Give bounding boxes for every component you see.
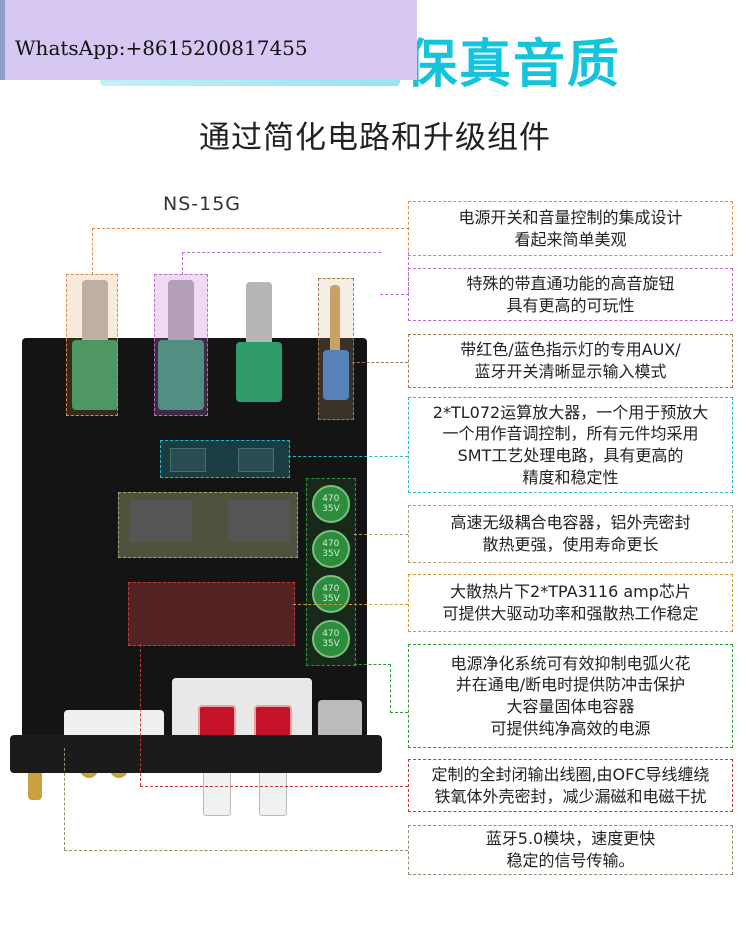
callout-text: 定制的全封闭输出线圈,由OFC导线缠绕 铁氧体外壳密封，减少漏磁和电磁干扰: [431, 764, 710, 806]
switch-body-icon: [323, 350, 349, 400]
callout-text: 2*TL072运算放大器，一个用于预放大 一个用作音调控制，所有元件均采用 SM…: [432, 402, 709, 487]
leader-line: [140, 644, 141, 786]
headline: 保真音质: [405, 35, 622, 95]
model-label: NS-15G: [163, 193, 242, 215]
highlight-switch: [318, 278, 354, 420]
callout-text: 大散热片下2*TPA3116 amp芯片 可提供大驱动功率和强散热工作稳定: [442, 582, 699, 623]
leader-line: [288, 456, 408, 457]
leader-line: [182, 252, 381, 275]
opamp-chip-icon: [238, 448, 274, 472]
callout-opamp: 2*TL072运算放大器，一个用于预放大 一个用作音调控制，所有元件均采用 SM…: [408, 397, 733, 493]
highlight-volume: [66, 274, 118, 416]
callout-text: 电源净化系统可有效抑制电弧火花 并在通电/断电时提供防冲击保护 大容量固体电容器…: [450, 653, 691, 738]
subtitle: 通过简化电路和升级组件: [199, 120, 551, 156]
capacitor-icon: 470 35V: [312, 485, 350, 523]
leader-line: [64, 748, 65, 850]
opamp-chip-icon: [170, 448, 206, 472]
leader-line: [140, 786, 408, 787]
callout-text: 蓝牙5.0模块，速度更快 稳定的信号传输。: [485, 829, 656, 870]
highlight-capacitors: [306, 478, 356, 666]
callout-aux-switch: 带红色/蓝色指示灯的专用AUX/ 蓝牙开关清晰显示输入模式: [408, 334, 733, 388]
callout-text: 电源开关和音量控制的集成设计 看起来简单美观: [458, 207, 683, 249]
capacitor-icon: 470 35V: [312, 575, 350, 613]
highlight-coils: [128, 582, 295, 646]
bass-pot-icon: [236, 342, 282, 402]
callout-coupling-cap: 高速无级耦合电容器，铝外壳密封 散热更强，使用寿命更长: [408, 505, 733, 563]
treble-knob-icon: [168, 280, 194, 350]
leader-line: [64, 850, 408, 851]
toggle-switch-icon: [330, 285, 340, 355]
callout-output-coil: 定制的全封闭输出线圈,由OFC导线缠绕 铁氧体外壳密封，减少漏磁和电磁干扰: [408, 759, 733, 812]
leader-line: [92, 228, 409, 275]
bass-knob-icon: [246, 282, 272, 350]
callout-power-volume: 电源开关和音量控制的集成设计 看起来简单美观: [408, 201, 733, 256]
callout-treble-knob: 特殊的带直通功能的高音旋钮 具有更高的可玩性: [408, 268, 733, 321]
leader-line: [354, 664, 391, 713]
callout-text: 带红色/蓝色指示灯的专用AUX/ 蓝牙开关清晰显示输入模式: [460, 340, 681, 381]
leader-line: [354, 534, 408, 535]
capacitor-icon: 470 35V: [312, 620, 350, 658]
whatsapp-watermark: WhatsApp:+8615200817455: [0, 0, 417, 80]
callout-text: 高速无级耦合电容器，铝外壳密封 散热更强，使用寿命更长: [450, 513, 691, 554]
leader-line: [380, 252, 409, 295]
highlight-treble: [154, 274, 208, 416]
amp-chip-icon: [130, 500, 192, 542]
volume-pot-icon: [72, 340, 118, 410]
front-plate: [10, 735, 382, 773]
callout-power-filter: 电源净化系统可有效抑制电弧火花 并在通电/断电时提供防冲击保护 大容量固体电容器…: [408, 644, 733, 748]
capacitor-icon: 470 35V: [312, 530, 350, 568]
terminal-post-icon: [203, 770, 231, 816]
volume-knob-icon: [82, 280, 108, 350]
leader-line: [352, 362, 408, 363]
callout-text: 特殊的带直通功能的高音旋钮 具有更高的可玩性: [466, 273, 675, 315]
treble-pot-icon: [158, 340, 204, 410]
amp-chip-icon: [228, 500, 290, 542]
callout-amp-chip: 大散热片下2*TPA3116 amp芯片 可提供大驱动功率和强散热工作稳定: [408, 574, 733, 632]
callout-bluetooth: 蓝牙5.0模块，速度更快 稳定的信号传输。: [408, 825, 733, 875]
leader-line: [293, 604, 408, 605]
leader-line: [390, 712, 408, 713]
highlight-opamp: [160, 440, 290, 478]
terminal-post-icon: [259, 770, 287, 816]
whatsapp-text: WhatsApp:+8615200817455: [15, 36, 308, 60]
